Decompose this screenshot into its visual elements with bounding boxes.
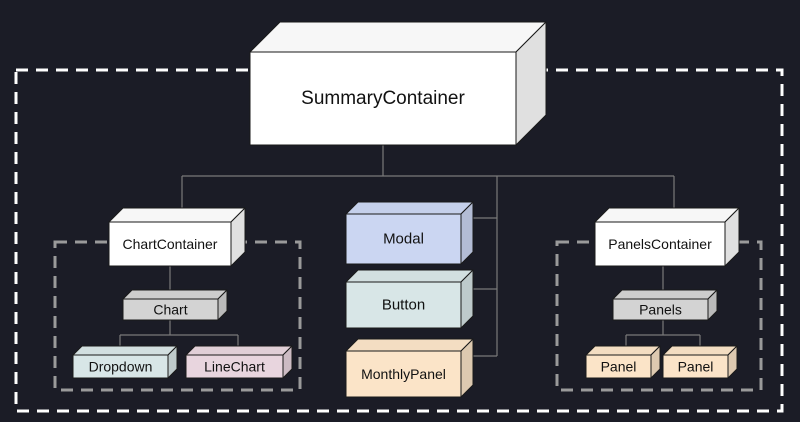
chart-label: Chart bbox=[153, 302, 187, 318]
chart-container-box: ChartContainer bbox=[108, 207, 246, 267]
connector-lines bbox=[119, 145, 701, 357]
linechart-label: LineChart bbox=[204, 359, 265, 375]
modal-box: Modal bbox=[345, 201, 474, 265]
panel-2-label: Panel bbox=[678, 359, 714, 375]
panels-container-label: PanelsContainer bbox=[608, 236, 712, 252]
summary-container-box: SummaryContainer bbox=[249, 21, 547, 146]
summary-label: SummaryContainer bbox=[301, 88, 465, 109]
dropdown-label: Dropdown bbox=[89, 359, 153, 375]
modal-label: Modal bbox=[383, 231, 424, 248]
panels-container-box: PanelsContainer bbox=[594, 207, 740, 267]
button-box: Button bbox=[345, 269, 474, 329]
panel-box-1: Panel bbox=[585, 345, 661, 379]
panels-label: Panels bbox=[639, 302, 682, 318]
panels-box: Panels bbox=[612, 289, 718, 321]
panel-box-2: Panel bbox=[662, 345, 738, 379]
monthly-panel-label: MonthlyPanel bbox=[361, 366, 446, 382]
monthly-panel-box: MonthlyPanel bbox=[345, 338, 474, 398]
chart-container-label: ChartContainer bbox=[123, 236, 218, 252]
panel-1-label: Panel bbox=[601, 359, 637, 375]
button-label: Button bbox=[382, 297, 425, 314]
chart-box: Chart bbox=[122, 289, 228, 321]
linechart-box: LineChart bbox=[185, 345, 293, 379]
dropdown-box: Dropdown bbox=[72, 345, 178, 379]
